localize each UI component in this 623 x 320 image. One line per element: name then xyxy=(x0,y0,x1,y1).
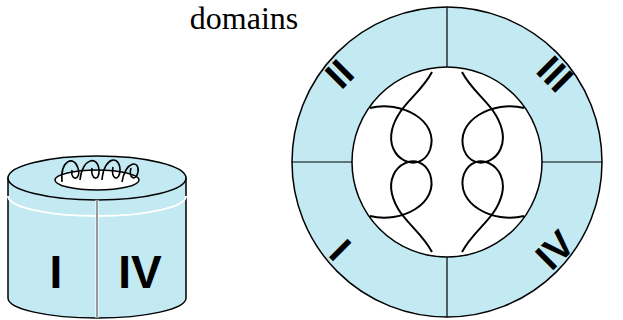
domain-label: I xyxy=(50,249,63,295)
figure-title: domains xyxy=(190,2,298,34)
domain-label: IV xyxy=(118,249,161,295)
cylinder-side-view xyxy=(8,156,186,318)
ring-top-view xyxy=(292,7,602,317)
